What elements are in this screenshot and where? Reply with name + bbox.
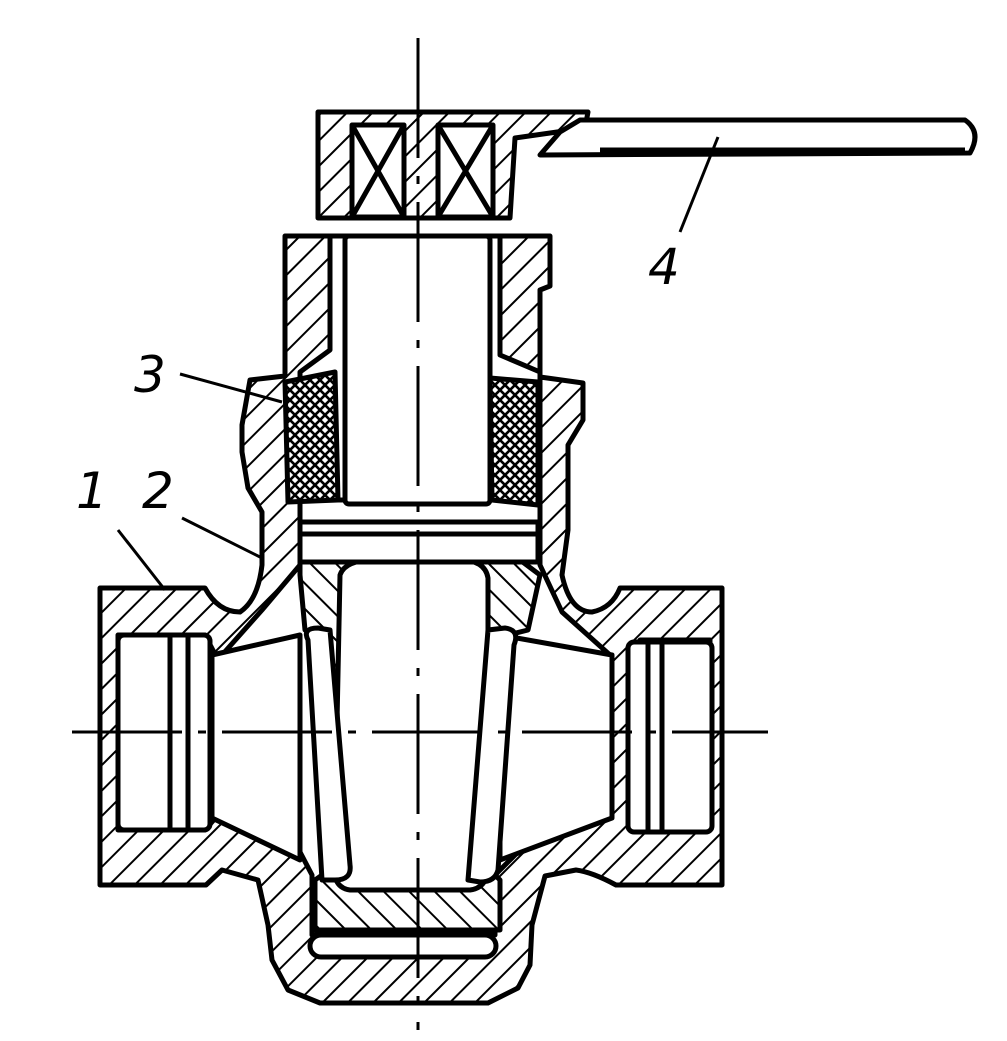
callout-label-1: 1 <box>76 462 108 520</box>
centre-lines <box>72 38 768 1030</box>
handle-lever <box>315 109 978 221</box>
callout-label-2: 2 <box>142 462 174 520</box>
leader-lines <box>116 136 720 591</box>
callout-label-4: 4 <box>648 238 680 296</box>
callout-label-3: 3 <box>134 346 166 404</box>
valve-plug <box>297 519 543 960</box>
gland-packing <box>282 369 541 508</box>
